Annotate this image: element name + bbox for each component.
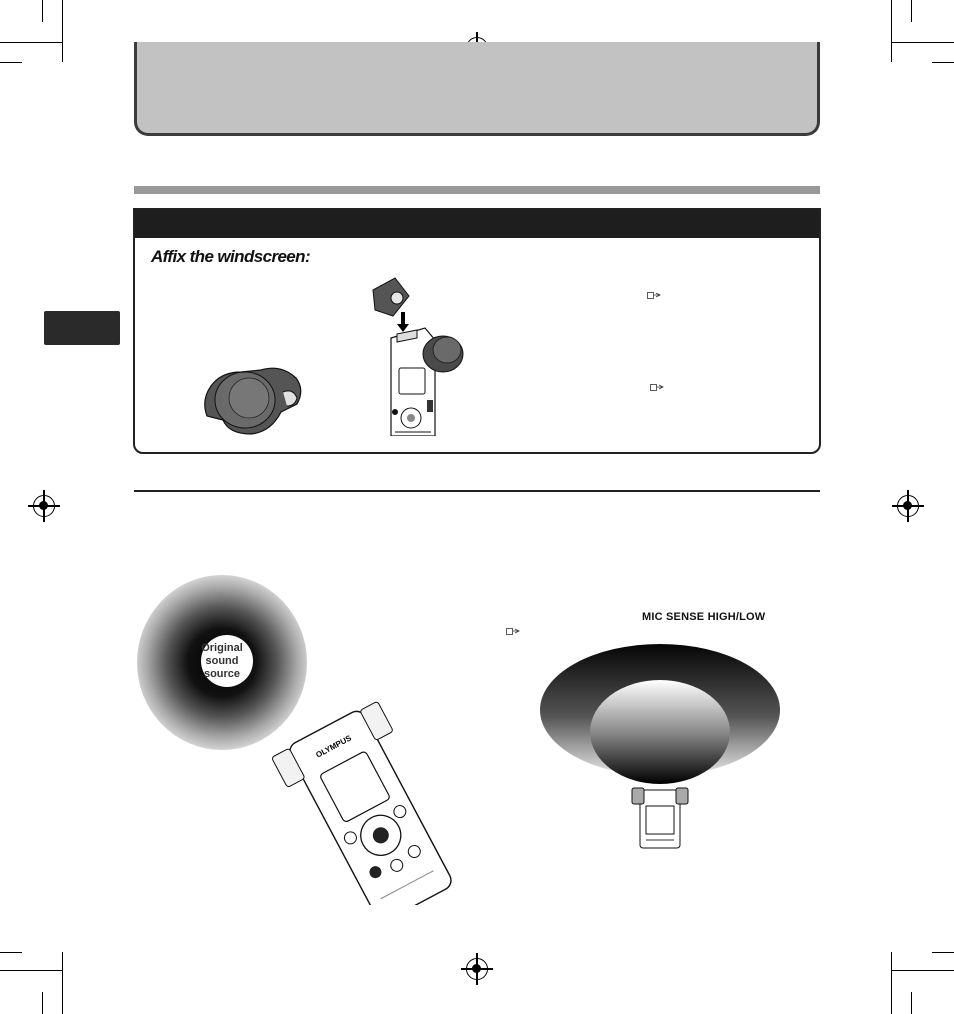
sound-source-label-line1: Original: [201, 642, 243, 654]
reference-page-icon: [506, 628, 520, 635]
reference-page-icon: [650, 384, 664, 391]
sound-source-label-line2: sound: [205, 655, 239, 667]
section-divider-thin: [134, 490, 820, 492]
recorder-attach-illustration: [372, 277, 464, 436]
registration-mark-icon: [28, 490, 60, 522]
recorder-illustration: OLYMPUS: [272, 701, 452, 905]
pickup-range-illustration: [540, 644, 780, 849]
windscreen-illustration: [204, 367, 302, 435]
windscreen-panel: Affix the windscreen:: [133, 208, 821, 454]
registration-mark-icon: [461, 953, 493, 985]
panel-heading: Affix the windscreen:: [151, 247, 311, 266]
sound-source-label: Original sound source: [188, 642, 256, 681]
panel-title-bar: [135, 210, 819, 238]
sound-source-label-line3: source: [203, 668, 241, 680]
reference-page-icon: [647, 292, 661, 299]
registration-mark-icon: [892, 490, 924, 522]
chapter-header-banner: [134, 42, 820, 136]
sound-source-core: [201, 635, 253, 687]
section-divider: [134, 186, 820, 194]
chapter-side-tab: [44, 311, 120, 345]
mic-sense-label: MIC SENSE HIGH/LOW: [642, 611, 766, 623]
